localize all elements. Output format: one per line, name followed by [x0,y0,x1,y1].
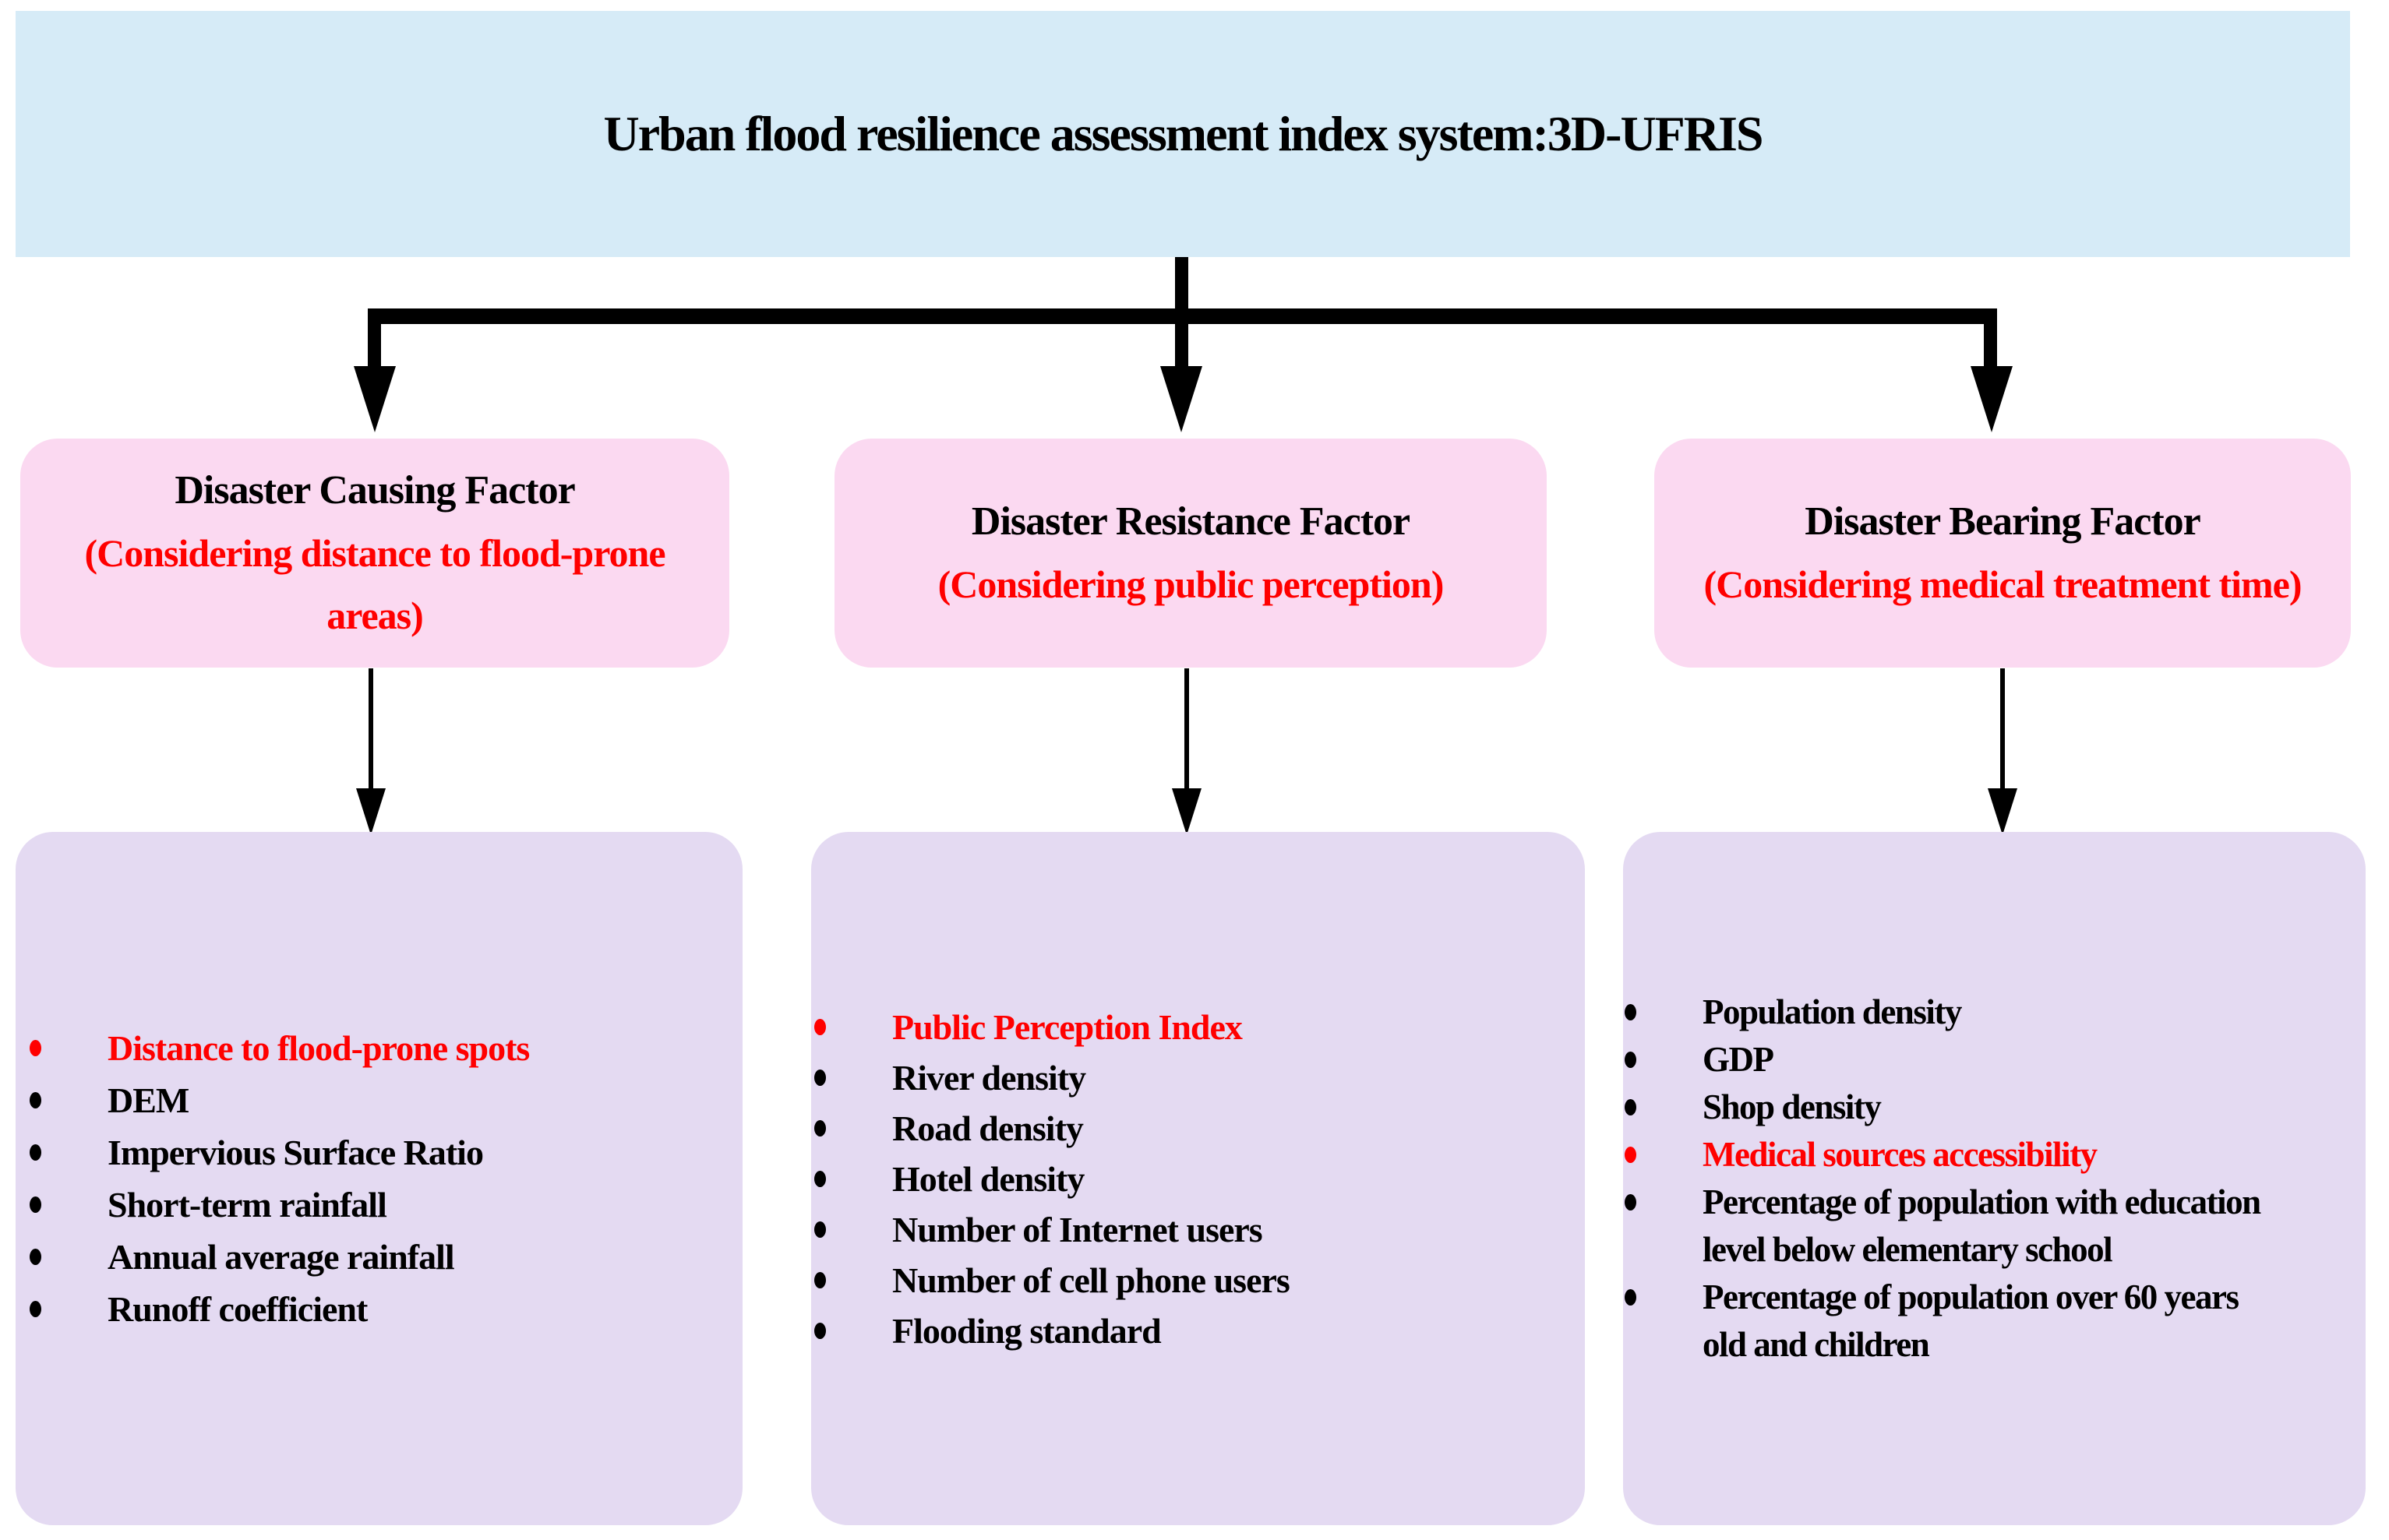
indicator-text: GDP [1703,1040,1774,1079]
arrow-down-icon [354,366,396,432]
list-item: Flooding standard [814,1306,1569,1356]
list-item: Hotel density [814,1154,1569,1204]
factor-box-disaster-bearing: Disaster Bearing Factor (Considering med… [1654,439,2351,668]
indicator-text: DEM [108,1080,189,1120]
bullet-icon [1625,1289,1636,1306]
list-item: Public Perception Index [814,1002,1569,1052]
factor-heading: Disaster Causing Factor [175,468,575,513]
indicator-text: Medical sources accessibility [1703,1135,2098,1174]
thin-arrow-shaft-left [369,668,373,790]
connector-stem [1175,257,1188,310]
arrow-down-icon [356,788,386,835]
thin-arrow-shaft-middle [1184,668,1189,790]
arrow-shaft-middle [1175,322,1188,368]
arrow-shaft-right [1984,322,1997,368]
factor-heading: Disaster Bearing Factor [1805,499,2200,544]
bullet-icon [814,1119,826,1136]
arrow-down-icon [1172,788,1202,835]
indicator-text: Population density [1703,992,1962,1031]
indicator-box-disaster-bearing: Population density GDP Shop density Medi… [1623,832,2366,1525]
list-item: Number of Internet users [814,1204,1569,1255]
bullet-icon [30,1144,41,1161]
list-item: Percentage of population with education … [1625,1179,2350,1274]
bullet-icon [1625,1147,1636,1163]
bullet-icon [814,1018,826,1035]
list-item: Medical sources accessibility [1625,1131,2350,1179]
indicator-text: Hotel density [892,1158,1085,1199]
indicator-text: Short-term rainfall [108,1185,387,1225]
bullet-icon [1625,1004,1636,1020]
indicator-text: Impervious Surface Ratio [108,1133,484,1172]
list-item: Percentage of population over 60 years o… [1625,1274,2350,1369]
connector-horizontal-bar [368,308,1997,324]
indicator-text: Public Perception Index [892,1006,1243,1047]
bullet-icon [814,1170,826,1187]
bullet-icon [30,1040,41,1056]
list-item: DEM [30,1074,727,1126]
list-item: GDP [1625,1036,2350,1084]
indicator-text: Number of Internet users [892,1209,1263,1249]
factor-subheading: (Considering public perception) [937,562,1445,606]
indicator-text: Distance to flood-prone spots [108,1028,530,1068]
factor-box-disaster-causing: Disaster Causing Factor (Considering dis… [20,439,729,668]
factor-box-disaster-resistance: Disaster Resistance Factor (Considering … [835,439,1547,668]
thin-arrow-shaft-right [2000,668,2005,790]
indicator-text: Number of cell phone users [892,1260,1290,1300]
indicator-text: Flooding standard [892,1310,1162,1351]
bullet-icon [1625,1194,1636,1211]
indicator-box-disaster-causing: Distance to flood-prone spots DEM Imperv… [16,832,743,1525]
title-box: Urban flood resilience assessment index … [16,11,2350,257]
list-item: Annual average rainfall [30,1231,727,1283]
bullet-icon [814,1271,826,1288]
bullet-icon [30,1196,41,1213]
indicator-text: River density [892,1057,1086,1098]
bullet-icon [814,1322,826,1339]
page-title: Urban flood resilience assessment index … [603,106,1764,161]
bullet-icon [1625,1052,1636,1068]
list-item: Number of cell phone users [814,1255,1569,1306]
bullet-icon [814,1221,826,1238]
factor-subheading: (Considering distance to flood-prone are… [84,531,665,637]
indicator-list: Distance to flood-prone spots DEM Imperv… [16,1022,743,1335]
factor-subheading: (Considering medical treatment time) [1703,562,2302,606]
arrow-down-icon [1988,788,2017,835]
bullet-icon [30,1249,41,1265]
arrow-down-icon [1160,366,1202,432]
bullet-icon [1625,1099,1636,1115]
indicator-list: Public Perception Index River density Ro… [811,1002,1585,1356]
list-item: River density [814,1052,1569,1103]
indicator-text: Percentage of population over 60 years o… [1703,1277,2239,1364]
indicator-text: Runoff coefficient [108,1289,368,1329]
arrow-down-icon [1971,366,2013,432]
bullet-icon [814,1069,826,1086]
bullet-icon [30,1092,41,1108]
indicator-text: Shop density [1703,1087,1882,1126]
indicator-box-disaster-resistance: Public Perception Index River density Ro… [811,832,1585,1525]
bullet-icon [30,1301,41,1317]
list-item: Road density [814,1103,1569,1154]
list-item: Short-term rainfall [30,1179,727,1231]
list-item: Runoff coefficient [30,1283,727,1335]
indicator-text: Road density [892,1108,1084,1148]
list-item: Impervious Surface Ratio [30,1126,727,1179]
indicator-list: Population density GDP Shop density Medi… [1623,988,2366,1369]
factor-heading: Disaster Resistance Factor [971,499,1410,544]
arrow-shaft-left [368,322,381,368]
indicator-text: Annual average rainfall [108,1237,455,1277]
indicator-text: Percentage of population with education … [1703,1182,2261,1269]
list-item: Distance to flood-prone spots [30,1022,727,1074]
list-item: Shop density [1625,1084,2350,1131]
list-item: Population density [1625,988,2350,1036]
